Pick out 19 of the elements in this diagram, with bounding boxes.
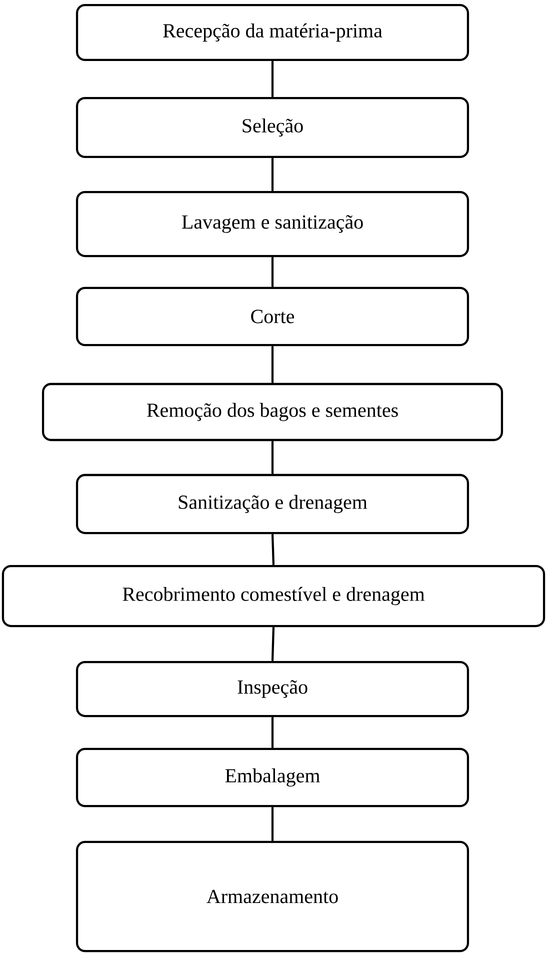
connector-line — [271, 61, 274, 97]
process-box: Lavagem e sanitização — [76, 190, 470, 258]
connector-line — [271, 807, 274, 841]
connector-line — [271, 158, 274, 191]
process-box: Remoção dos bagos e sementes — [42, 382, 504, 442]
connector-line — [271, 534, 275, 565]
connector-line — [271, 346, 274, 383]
process-box: Seleção — [76, 96, 470, 158]
connector-line — [271, 441, 274, 474]
connector-line — [271, 257, 274, 287]
connector-line — [271, 627, 275, 661]
process-box: Embalagem — [76, 748, 470, 808]
process-box: Armazenamento — [76, 840, 470, 952]
connector-line — [271, 717, 274, 748]
process-box: Corte — [76, 286, 470, 346]
process-box: Recepção da matéria-prima — [76, 4, 470, 62]
process-box: Inspeção — [76, 660, 470, 718]
process-box: Sanitização e drenagem — [76, 474, 470, 534]
process-box: Recobrimento comestível e drenagem — [2, 564, 546, 628]
